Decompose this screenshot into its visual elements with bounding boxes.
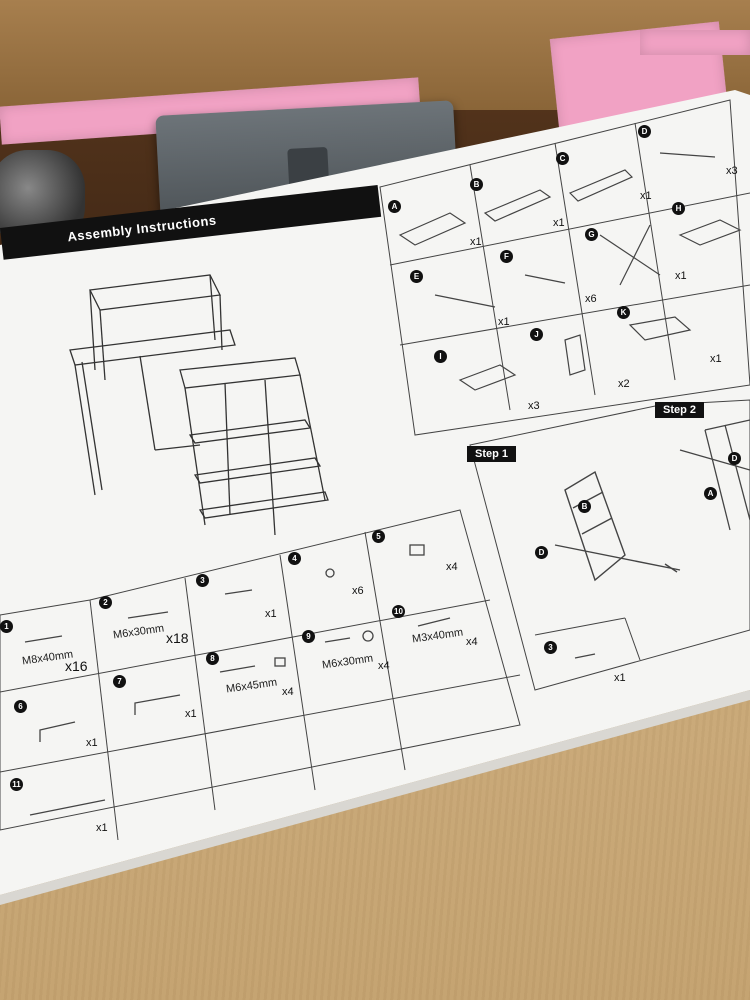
step1-panel — [469, 399, 750, 691]
part-qty-j: x2 — [618, 378, 630, 390]
part-badge-c: C — [556, 152, 569, 165]
part-qty-k: x1 — [710, 353, 722, 365]
hw-badge-7: 7 — [113, 675, 126, 688]
step2-panel — [679, 419, 750, 531]
step1-label: Step 1 — [467, 446, 517, 462]
hw-qty-1: x16 — [65, 658, 88, 674]
part-badge-i: I — [434, 350, 447, 363]
part-badge-f: F — [500, 250, 513, 263]
part-qty-g: x1 — [675, 270, 687, 282]
step1-hw-badge: 3 — [544, 641, 557, 654]
part-qty-f: x6 — [585, 293, 597, 305]
hw-qty-11: x1 — [96, 822, 108, 834]
hw-badge-3: 3 — [196, 574, 209, 587]
part-badge-g: G — [585, 228, 598, 241]
part-qty-b: x1 — [553, 217, 565, 229]
hw-badge-11: 11 — [10, 778, 23, 791]
hw-qty-5: x4 — [446, 561, 458, 573]
hw-qty-2: x18 — [166, 630, 189, 646]
part-qty-a: x1 — [470, 236, 482, 248]
step2-part-d: D — [728, 452, 741, 465]
hw-badge-8: 8 — [206, 652, 219, 665]
part-badge-d: D — [638, 125, 651, 138]
hw-qty-10: x4 — [466, 636, 478, 648]
hw-badge-1: 1 — [0, 620, 13, 633]
hardware-grid — [0, 509, 521, 841]
part-qty-e: x1 — [498, 316, 510, 328]
hw-badge-6: 6 — [14, 700, 27, 713]
hw-badge-10: 10 — [392, 605, 405, 618]
hw-qty-7: x1 — [185, 708, 197, 720]
hw-qty-3: x1 — [265, 608, 277, 620]
part-badge-k: K — [617, 306, 630, 319]
hw-badge-2: 2 — [99, 596, 112, 609]
desk-illustration — [69, 274, 329, 536]
parts-grid — [379, 99, 750, 436]
hw-badge-5: 5 — [372, 530, 385, 543]
part-badge-e: E — [410, 270, 423, 283]
part-qty-c: x1 — [640, 190, 652, 202]
step2-part-a: A — [704, 487, 717, 500]
hw-qty-8: x4 — [282, 686, 294, 698]
part-badge-a: A — [388, 200, 401, 213]
hw-qty-9: x4 — [378, 660, 390, 672]
step1-part-d: D — [535, 546, 548, 559]
part-badge-h: H — [672, 202, 685, 215]
page-title: Assembly Instructions — [0, 184, 382, 260]
step2-label: Step 2 — [655, 402, 705, 418]
part-qty-d: x3 — [726, 165, 738, 177]
part-badge-b: B — [470, 178, 483, 191]
step1-hw-qty: x1 — [614, 672, 626, 684]
pink-foam-top — [640, 30, 750, 55]
hw-qty-6: x1 — [86, 737, 98, 749]
hw-badge-4: 4 — [288, 552, 301, 565]
part-qty-i: x3 — [528, 400, 540, 412]
hw-badge-9: 9 — [302, 630, 315, 643]
step1-part-b: B — [578, 500, 591, 513]
hw-qty-4: x6 — [352, 585, 364, 597]
part-badge-j: J — [530, 328, 543, 341]
